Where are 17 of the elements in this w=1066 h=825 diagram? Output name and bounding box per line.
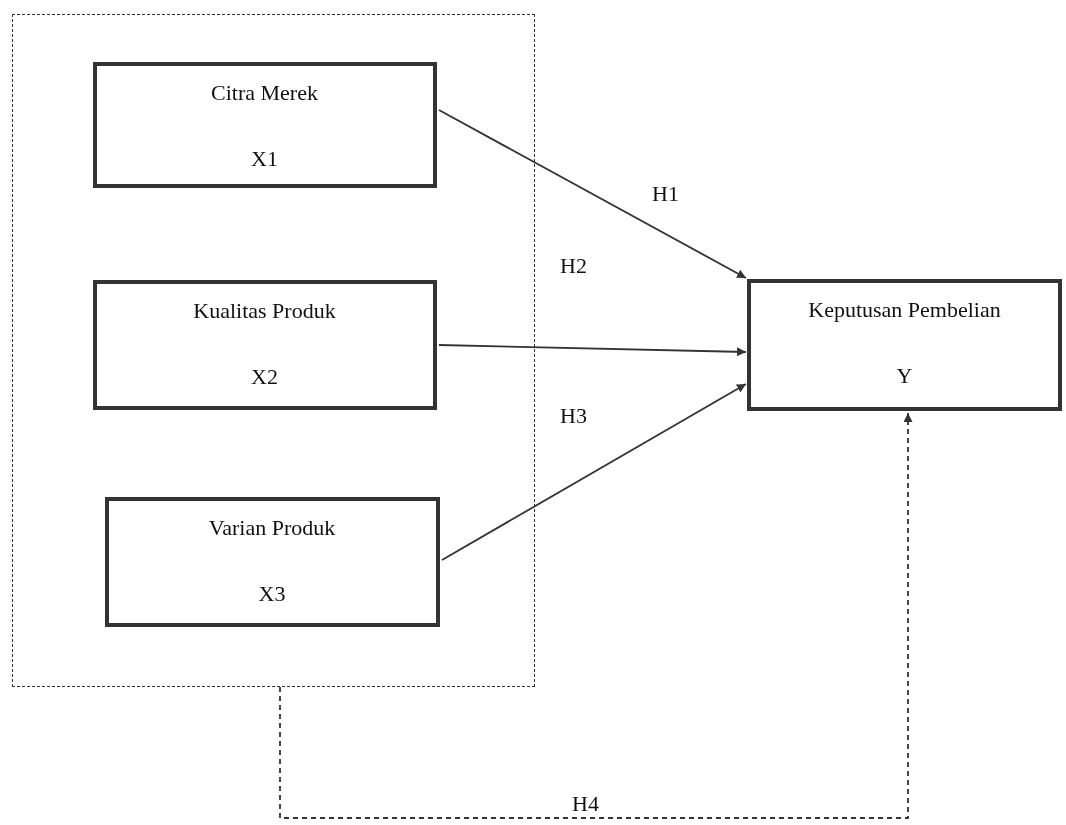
variable-name: Citra Merek [210,79,319,106]
variable-code: X1 [250,145,279,172]
arrow [438,344,747,357]
variable-code: X3 [257,580,287,607]
group-box [12,14,535,687]
arrow [279,412,913,819]
variable-box [747,279,1062,411]
arrow [441,383,747,561]
variable-name: Keputusan Pembelian [807,297,1002,323]
variable-box [104,496,440,627]
variable-box [92,61,437,188]
variable-name: Kualitas Produk [192,297,337,324]
variable-code: Y [895,363,914,389]
arrow [438,109,747,279]
variable-box [92,279,437,410]
variable-code: X2 [250,363,279,390]
variable-name: Varian Produk [207,514,337,541]
